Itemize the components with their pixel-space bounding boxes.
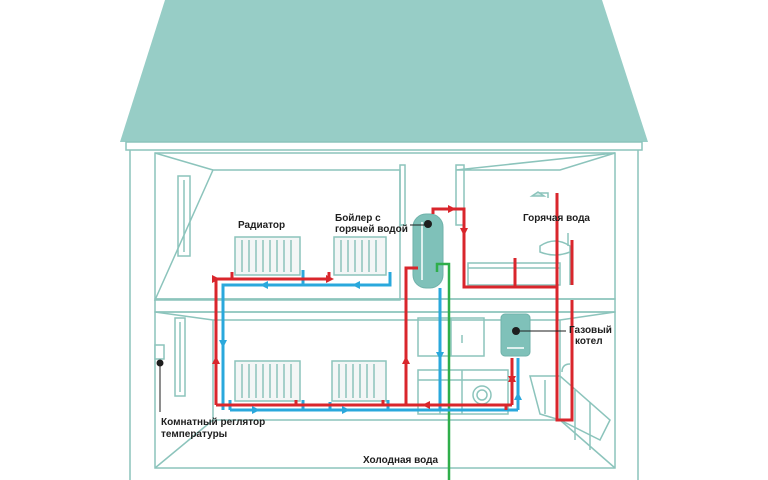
label-hot-water: Горячая вода [523, 213, 590, 224]
eave [125, 141, 643, 151]
hot-water-cylinder [412, 213, 444, 289]
radiator-lower-left [234, 360, 301, 402]
radiator-lower-right [331, 360, 387, 402]
radiators [234, 236, 387, 402]
shower-and-bath [467, 191, 571, 286]
window-lower [174, 317, 186, 397]
house-frame [129, 150, 639, 480]
label-boiler-line1: Бойлер с [335, 213, 381, 224]
flow-pipes [214, 193, 574, 422]
leader-lines [156, 224, 566, 412]
label-cold-water: Холодная вода [363, 455, 438, 466]
gas-boiler [500, 313, 531, 357]
label-gas-boiler-line2: котел [575, 336, 603, 347]
kitchen-units [417, 317, 611, 450]
label-boiler-line2: горячей водой [335, 224, 408, 235]
label-thermostat-line2: температуры [161, 429, 227, 440]
label-thermostat-line1: Комнатный реглятор [161, 417, 265, 428]
radiator-upper-right [333, 236, 387, 276]
radiator-upper-left [234, 236, 301, 276]
cold-water-supply-pipe [435, 262, 451, 480]
roof [120, 0, 648, 142]
thermostat [154, 344, 165, 360]
label-gas-boiler-line1: Газовый [569, 325, 612, 336]
window-upper [177, 175, 191, 257]
label-radiator: Радиатор [238, 220, 285, 231]
flow-arrows [212, 205, 522, 414]
